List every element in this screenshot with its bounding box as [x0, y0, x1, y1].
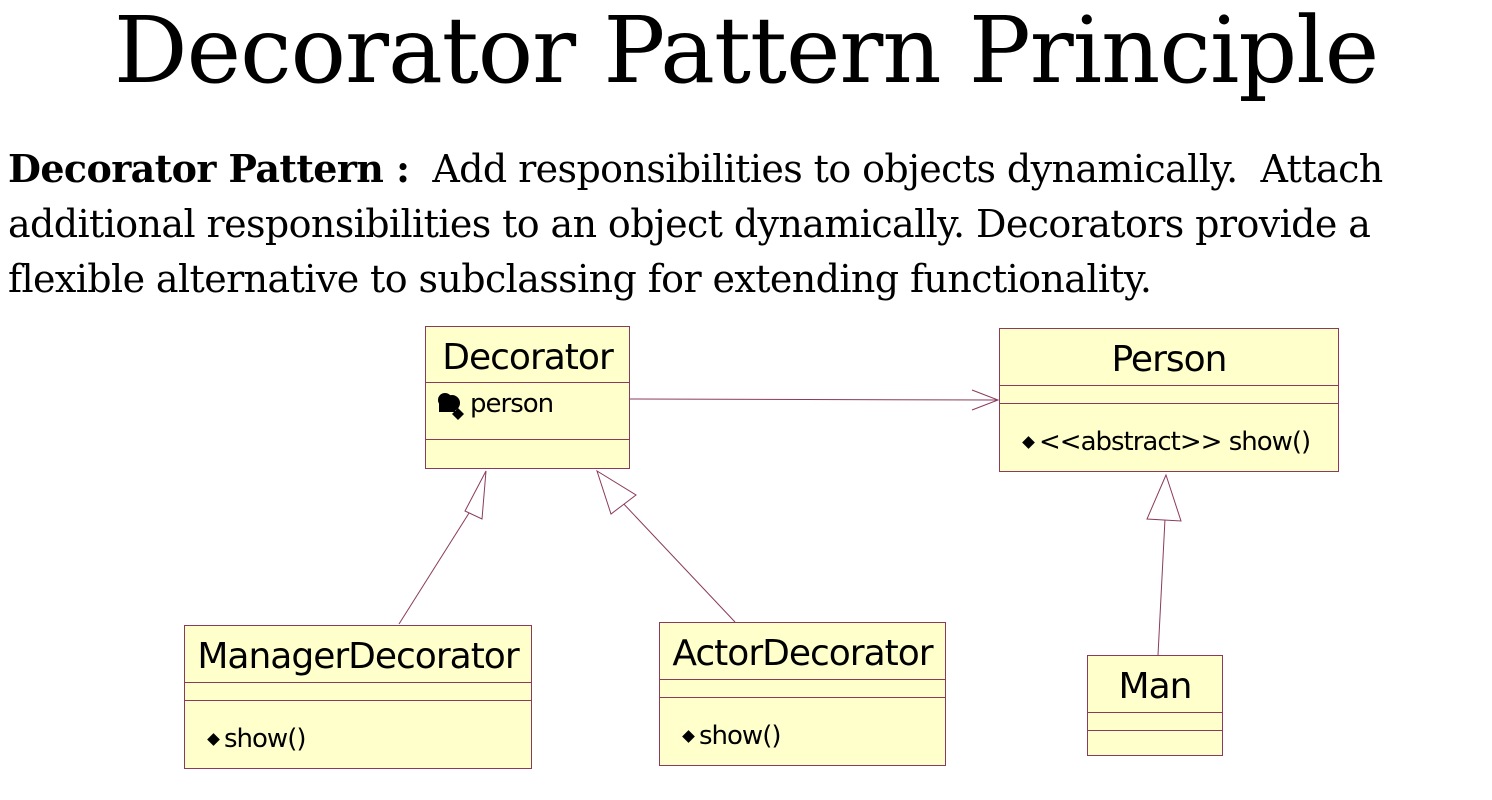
association-line: [629, 398, 999, 401]
class-actor-decorator-operation-text: show(): [699, 721, 781, 751]
class-person-operation: <<abstract>> show(): [1022, 427, 1311, 457]
class-person-name: Person: [1111, 339, 1228, 380]
generalization-line-man: [1157, 518, 1166, 656]
class-decorator-name: Decorator: [442, 337, 614, 378]
class-separator: [1000, 385, 1338, 386]
class-manager-decorator: ManagerDecorator show(): [184, 625, 532, 769]
generalization-arrowhead-manager: [464, 470, 487, 520]
class-actor-decorator-name: ActorDecorator: [672, 633, 933, 674]
class-manager-decorator-operation-text: show(): [224, 724, 306, 754]
class-separator: [1088, 730, 1222, 731]
description-line-2: additional responsibilities to an object…: [8, 202, 1371, 246]
class-separator: [660, 697, 945, 698]
class-separator: [426, 382, 629, 383]
class-separator: [426, 439, 629, 440]
page-title: Decorator Pattern Principle: [113, 0, 1379, 104]
class-decorator-attribute: person: [436, 389, 554, 420]
class-man: Man: [1087, 655, 1223, 756]
class-man-name: Man: [1118, 666, 1193, 707]
operation-icon: [682, 730, 695, 743]
class-separator: [185, 700, 531, 701]
class-separator: [660, 679, 945, 680]
generalization-line-actor: [620, 500, 736, 623]
description-line-3: flexible alternative to subclassing for …: [8, 257, 1152, 301]
operation-icon: [1022, 436, 1035, 449]
class-actor-decorator: ActorDecorator show(): [659, 622, 946, 766]
description: Decorator Pattern : Add responsibilities…: [8, 141, 1488, 307]
class-separator: [1088, 712, 1222, 713]
class-separator: [1000, 403, 1338, 404]
generalization-arrowhead-man: [1146, 473, 1182, 522]
description-line-1-text: Add responsibilities to objects dynamica…: [409, 147, 1383, 191]
class-manager-decorator-operation: show(): [207, 724, 306, 754]
attribute-icon: [438, 392, 464, 420]
class-separator: [185, 682, 531, 683]
class-decorator-attribute-text: person: [470, 389, 554, 419]
class-person-operation-text: <<abstract>> show(): [1039, 427, 1311, 457]
generalization-arrowhead-actor: [596, 469, 637, 515]
operation-icon: [207, 733, 220, 746]
generalization-line-manager: [398, 501, 477, 625]
class-manager-decorator-name: ManagerDecorator: [197, 636, 519, 677]
association-arrowhead: [971, 389, 1000, 411]
class-decorator: Decorator person: [425, 326, 630, 469]
class-person: Person <<abstract>> show(): [999, 328, 1339, 472]
description-line-1: Decorator Pattern : Add responsibilities…: [8, 141, 1488, 197]
description-label: Decorator Pattern :: [8, 146, 410, 191]
class-actor-decorator-operation: show(): [682, 721, 781, 751]
